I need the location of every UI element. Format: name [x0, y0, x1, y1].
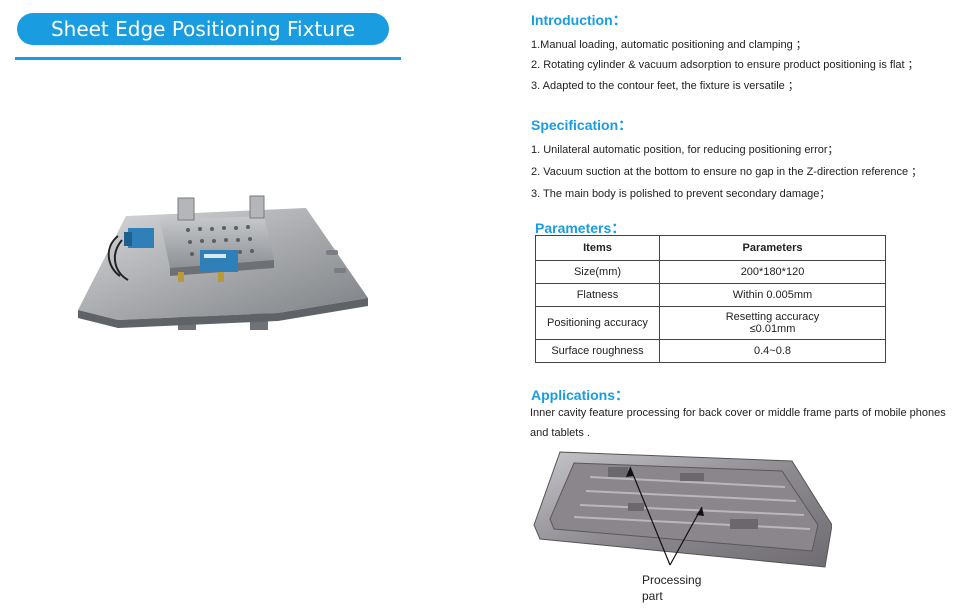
specification-item: 3. The main body is polished to prevent … — [531, 188, 831, 200]
table-row: Size(mm) 200*180*120 — [535, 260, 886, 284]
specification-heading: Specification： — [531, 117, 633, 133]
parameters-table: Items Parameters Size(mm) 200*180*120 Fl… — [535, 235, 886, 363]
table-cell-item: Surface roughness — [535, 339, 660, 363]
callout-label: part — [642, 589, 663, 603]
table-row: Surface roughness 0.4~0.8 — [535, 339, 886, 363]
table-cell-value: Within 0.005mm — [659, 283, 886, 307]
table-cell-item: Flatness — [535, 283, 660, 307]
processing-part-callout: Processing part — [642, 572, 701, 604]
table-cell-value-line: Resetting accuracy — [725, 311, 820, 323]
column-header-items: Items — [535, 235, 660, 261]
specification-item: 2. Vacuum suction at the bottom to ensur… — [531, 166, 923, 178]
processing-part-image — [533, 451, 832, 568]
applications-heading: Applications： — [531, 387, 630, 403]
table-cell-value-line: ≤0.01mm — [749, 323, 796, 335]
table-cell-value: 200*180*120 — [659, 260, 886, 284]
table-row: Positioning accuracy Resetting accuracy … — [535, 306, 886, 340]
introduction-item: 2. Rotating cylinder & vacuum adsorption… — [531, 59, 919, 71]
applications-text: and tablets . — [530, 427, 590, 439]
table-cell-item: Positioning accuracy — [535, 306, 660, 340]
callout-label: Processing — [642, 573, 702, 587]
parameters-heading: Parameters： — [535, 220, 626, 236]
introduction-item: 3. Adapted to the contour feet, the fixt… — [531, 80, 799, 92]
table-header-row: Items Parameters — [535, 235, 886, 261]
table-cell-item: Size(mm) — [535, 260, 660, 284]
applications-text: Inner cavity feature processing for back… — [530, 407, 946, 419]
table-row: Flatness Within 0.005mm — [535, 283, 886, 307]
specification-item: 1. Unilateral automatic position, for re… — [531, 144, 839, 156]
introduction-item: 1.Manual loading, automatic positioning … — [531, 39, 807, 51]
table-cell-value: 0.4~0.8 — [659, 339, 886, 363]
table-cell-value: Resetting accuracy ≤0.01mm — [659, 306, 886, 340]
page-title: Sheet Edge Positioning Fixture — [17, 13, 389, 45]
title-underline — [15, 57, 401, 60]
introduction-heading: Introduction： — [531, 12, 627, 28]
fixture-product-image — [78, 195, 368, 330]
column-header-parameters: Parameters — [659, 235, 886, 261]
